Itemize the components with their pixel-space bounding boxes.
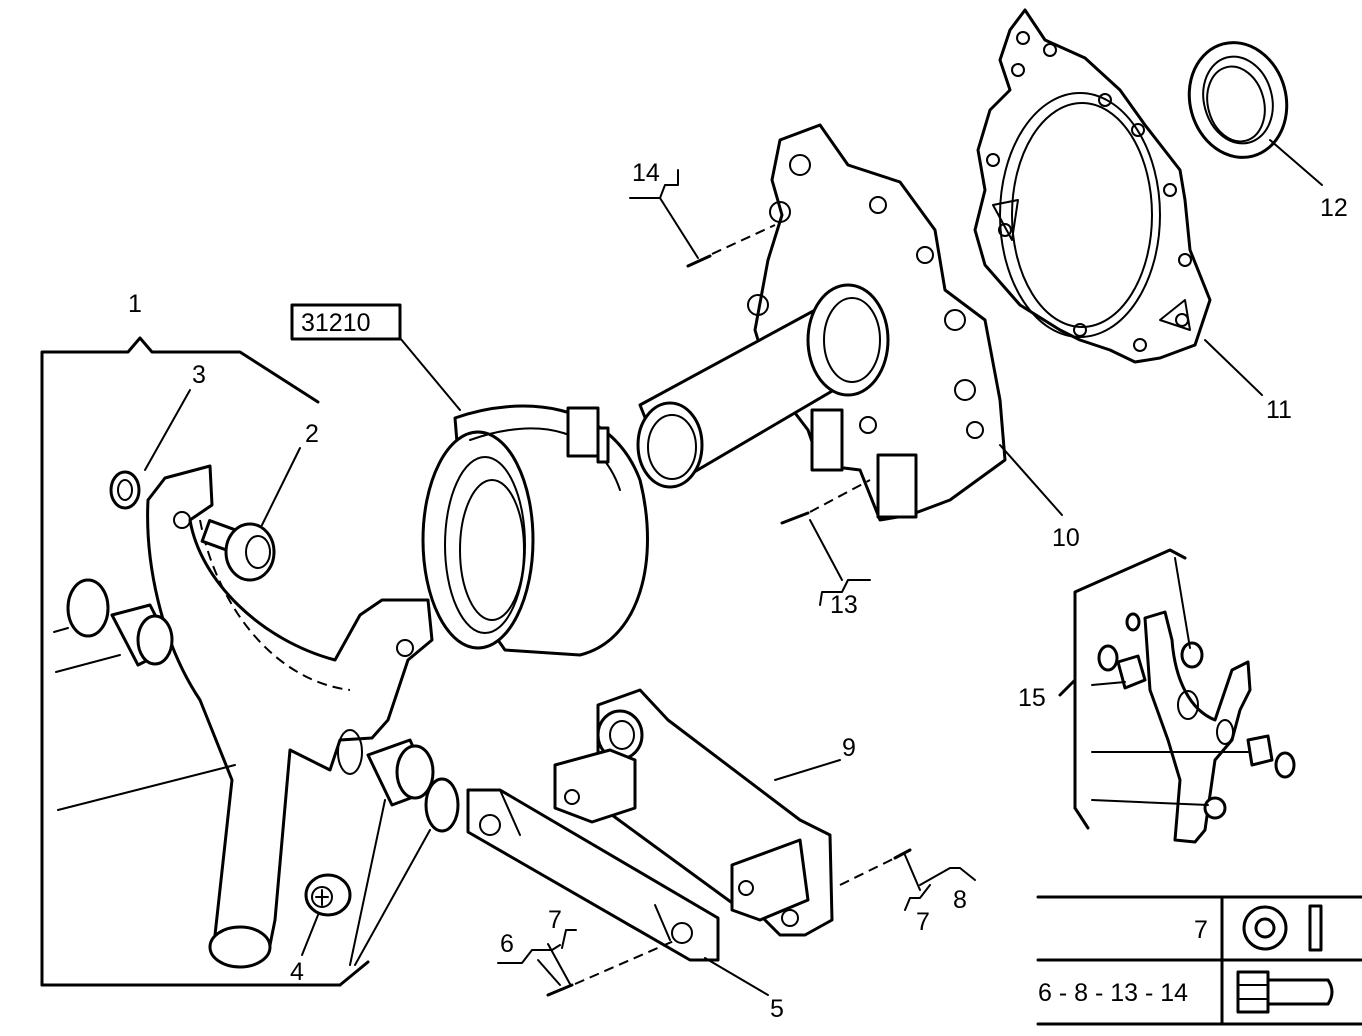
bushing-right — [366, 738, 435, 807]
circlip-part-3 — [109, 389, 191, 510]
bolt-icon — [1236, 970, 1334, 1014]
clutch-fork — [146, 464, 434, 969]
group-1-bracket — [40, 336, 370, 987]
pin-icon — [1308, 904, 1323, 952]
pivot-stud-part-2 — [200, 447, 301, 582]
callout-12: 12 — [1320, 194, 1348, 222]
bolt-part-7-8 — [839, 848, 976, 911]
bracket-part-9 — [553, 688, 841, 937]
reference-box — [290, 303, 402, 341]
washer-icon — [1242, 905, 1288, 951]
shaft-part-5 — [466, 788, 769, 996]
seal-ring-part-12 — [1187, 41, 1323, 186]
bolt-part-6-7 — [497, 929, 677, 997]
callout-8: 8 — [953, 886, 967, 914]
callout-2: 2 — [305, 420, 319, 448]
callout-11: 11 — [1266, 396, 1292, 424]
callout-13: 13 — [830, 591, 858, 619]
gasket-part-11 — [973, 8, 1263, 396]
callout-1: 1 — [128, 290, 142, 318]
o-ring-right — [424, 777, 460, 833]
assembly-15-inset — [1058, 548, 1296, 844]
callout-15: 15 — [1018, 684, 1046, 712]
o-ring-left — [53, 578, 110, 638]
callout-10: 10 — [1052, 524, 1080, 552]
legend-table — [1036, 895, 1362, 1026]
callout-3: 3 — [192, 361, 206, 389]
callout-7-lower: 7 — [548, 906, 562, 934]
callout-14: 14 — [632, 159, 660, 187]
release-bearing — [399, 337, 649, 657]
bushing-left — [55, 603, 174, 673]
reference-box-label: 31210 — [301, 309, 371, 337]
guide-sleeve-cover-part-10 — [636, 123, 1063, 522]
bolt-part-14 — [629, 169, 776, 268]
callout-6: 6 — [500, 930, 514, 958]
legend-row2-label: 6 - 8 - 13 - 14 — [1038, 979, 1188, 1007]
callout-4: 4 — [290, 958, 304, 986]
callout-5: 5 — [770, 995, 784, 1023]
callout-7-right: 7 — [916, 908, 930, 936]
legend-row1-label: 7 — [1194, 916, 1208, 944]
nut-part-4 — [301, 873, 352, 956]
bolt-part-13 — [780, 479, 871, 606]
callout-9: 9 — [842, 734, 856, 762]
